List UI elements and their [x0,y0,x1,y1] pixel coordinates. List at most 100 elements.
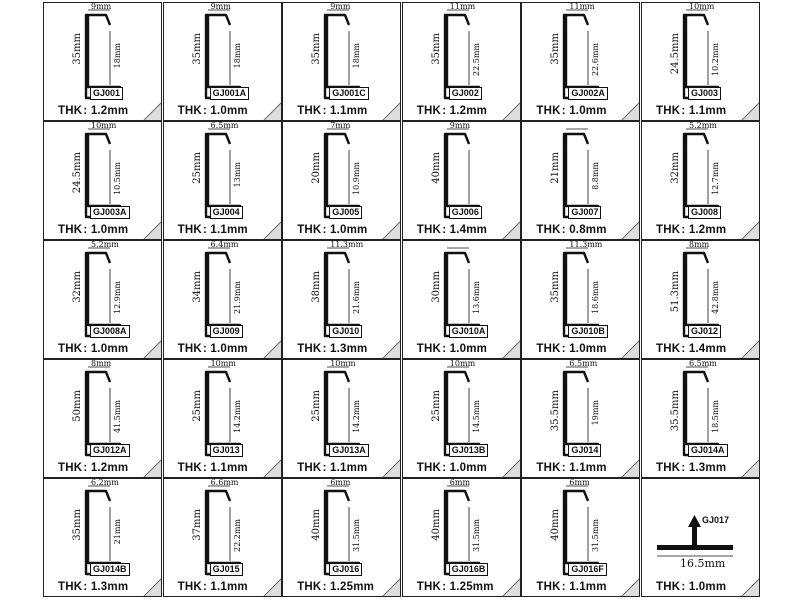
page-curl-icon [621,340,640,358]
thickness-label: THK : 1.0mm [416,343,488,355]
profile-drawing [204,247,281,358]
profile-drawing [204,128,281,239]
thickness-label: THK : 0.8mm [536,224,607,236]
profile-code: GJ003A [90,206,130,219]
inner-height-dimension-label: 22.6mm [591,43,601,76]
inner-height-dimension-label: 14.2mm [352,400,362,433]
profile-drawing [204,485,281,596]
height-dimension-label: 40mm [550,509,562,541]
width-dimension-label: 6.5mm [569,359,598,368]
thickness-label: THK : 1.1mm [297,105,368,117]
page-curl-icon [382,340,401,358]
profile-code: GJ006 [448,206,482,219]
page-curl-icon [621,221,640,239]
profile-code: GJ008A [90,325,130,338]
height-dimension-label: 35mm [72,509,83,541]
page-curl-icon [382,102,401,120]
inner-height-dimension-label: 8.8mm [591,162,601,190]
page-curl-icon [382,578,401,596]
profile-code: GJ016F [568,563,607,576]
height-dimension-label: 37mm [191,509,203,541]
thickness-label: THK : 1.3mm [58,581,129,593]
height-dimension-label: 35mm [430,33,442,65]
inner-height-dimension-label: 12.9mm [113,281,122,314]
height-dimension-label: 30mm [430,271,442,303]
thickness-label: THK : 1.2mm [58,462,129,474]
profile-drawing [443,128,520,239]
height-dimension-label: 35.5mm [670,390,681,432]
height-dimension-label: 25mm [311,390,323,422]
page-curl-icon [502,221,520,239]
profile-code: GJ010B [568,325,608,338]
page-curl-icon [621,578,640,596]
inner-height-dimension-label: 18.6mm [591,281,601,314]
height-dimension-label: 35mm [191,33,203,65]
inner-height-dimension-label: 14.2mm [232,400,242,433]
page-curl-icon [502,102,520,120]
page-curl-icon [263,459,281,477]
width-dimension-label: 9mm [330,2,351,11]
width-dimension-label: 6.4mm [210,240,239,249]
profile-drawing [323,485,401,596]
thickness-label: THK : 1.0mm [536,343,607,355]
thickness-label: THK : 1.0mm [656,581,727,593]
profile-outline [443,132,480,219]
profile-drawing [443,485,520,596]
height-dimension-label: 35mm [311,33,323,65]
profile-drawing [563,366,640,477]
width-dimension-label: 8mm [689,240,710,249]
height-dimension-label: 24.5mm [670,33,681,75]
width-dimension-label: 9mm [210,2,231,11]
thickness-label: THK : 1.1mm [297,462,368,474]
profile-drawing [657,515,759,596]
profile-code: GJ014A [688,444,728,457]
thickness-label: THK : 1.1mm [177,224,248,236]
height-dimension-label: 40mm [430,152,442,184]
profile-code: GJ005 [329,206,363,219]
page-curl-icon [741,578,759,596]
t-profile-stem [692,523,697,546]
inner-height-dimension-label: 21mm [113,519,122,545]
inner-height-dimension-label: 21.6mm [352,281,362,314]
page-curl-icon [621,459,640,477]
page-curl-icon [502,459,520,477]
thickness-label: THK : 1.0mm [297,224,368,236]
thickness-label: THK : 1.0mm [177,343,248,355]
profile-code: GJ010A [448,325,489,338]
page-curl-icon [382,459,401,477]
profile-drawing [443,247,520,358]
width-dimension-label: 9mm [91,2,112,11]
page-curl-icon [143,221,161,239]
inner-height-dimension-label: 31.5mm [352,519,362,552]
profile-drawing [682,366,759,477]
height-dimension-label: 25mm [191,152,203,184]
profile-drawing [84,128,161,239]
page-curl-icon [263,221,281,239]
width-dimension-label: 10mm [689,2,715,11]
thickness-label: THK : 1.0mm [177,105,248,117]
profile-code: GJ012 [688,325,722,338]
inner-height-dimension-label: 12.7mm [711,162,720,195]
profile-drawing [563,128,640,239]
inner-height-dimension-label: 14.5mm [471,400,481,433]
profile-drawing [204,9,281,120]
inner-height-dimension-label: 18.5mm [711,400,720,433]
profile-code: GJ008 [688,206,722,219]
profile-code: GJ013A [329,444,369,457]
page-curl-icon [502,578,520,596]
thickness-label: THK : 1.0mm [536,105,607,117]
profile-drawing [84,485,161,596]
inner-height-dimension-label: 10.9mm [352,162,362,195]
